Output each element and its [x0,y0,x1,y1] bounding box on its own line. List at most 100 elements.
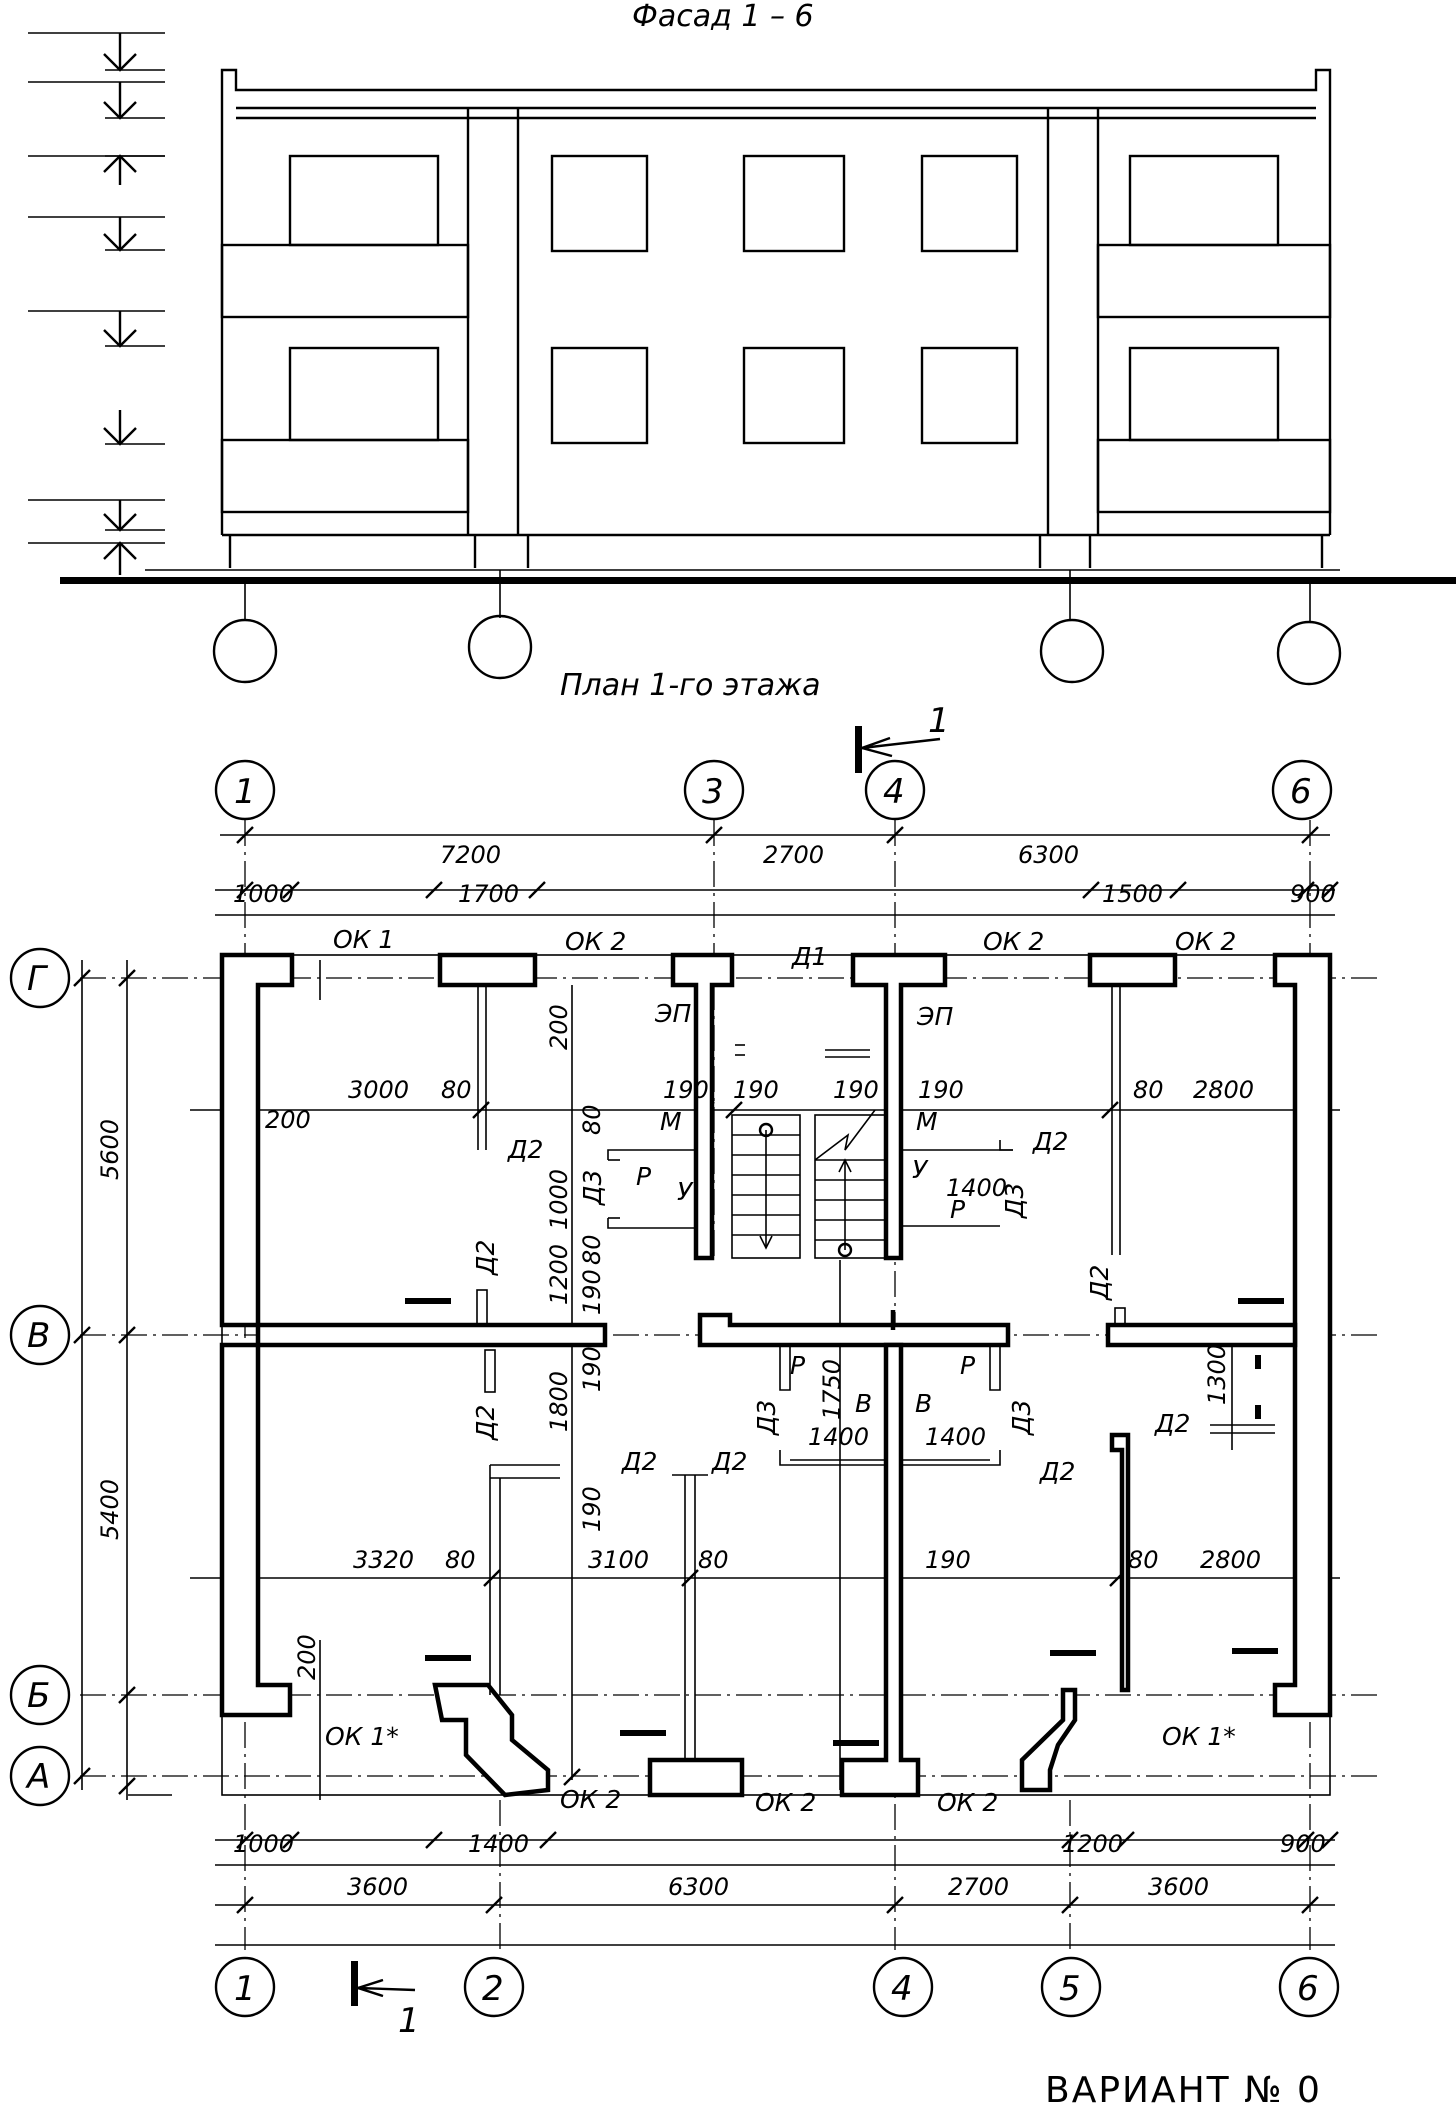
door-label: Д2 [1032,1127,1068,1156]
dim-text: 200 [545,1004,573,1050]
room-label: В [855,1389,872,1418]
room-label: В [915,1389,932,1418]
dim-text: 80 [445,1546,476,1574]
section-mark-top: 1 [855,701,950,773]
dim-text: 190 [918,1076,964,1104]
axis-label-left: Б [27,1676,50,1716]
facade-axis-markers [212,614,1342,686]
door-label: Д2 [1154,1409,1190,1438]
dim-text: 190 [833,1076,879,1104]
section-label: 1 [928,701,950,741]
axis-label-top: 4 [883,772,905,812]
facade-outline [220,68,1332,568]
door-label: Д2 [621,1447,657,1476]
dimension-texts: 7200 2700 6300 1000 1700 1500 900 1000 1… [96,841,1336,1901]
door-label: Д1 [791,942,827,971]
room-label: М [916,1107,938,1136]
dim-text: 3600 [1148,1873,1209,1901]
dim-text: 1200 [545,1244,573,1305]
room-label: Р [960,1351,976,1380]
dim-text: 3600 [347,1873,408,1901]
axis-bubbles-left: Г В Б А [9,947,71,1807]
dim-text: 5400 [96,1479,124,1540]
dim-text: 190 [578,1269,606,1315]
room-labels: ЭП ЭП М М Р Р Р Р У У В В [636,999,976,1418]
axis-label-bottom: 6 [1297,1969,1319,2009]
window-label: ОК 2 [565,927,626,956]
dim-text: 6300 [668,1873,729,1901]
facade-title: Фасад 1 – 6 [632,0,814,34]
dim-text: 2800 [1200,1546,1261,1574]
facade-drawing: Фасад 1 – 6 [28,0,1456,686]
door-label: Д2 [471,1240,500,1276]
section-mark-bottom: 1 [351,1961,420,2041]
dim-text: 1700 [458,880,519,908]
door-labels: Д1 Д2 Д2 Д2 Д2 Д2 Д2 Д2 Д2 Д2 Д3 Д3 Д3 Д… [471,942,1190,1486]
section-label: 1 [398,2001,420,2041]
facade-axis-circle [212,618,278,684]
axis-label-left: А [25,1757,50,1797]
axis-bubbles-bottom: 1 2 4 5 6 [214,1956,1340,2018]
window-label: ОК 2 [937,1788,998,1817]
door-label: Д2 [711,1447,747,1476]
facade-windows [288,154,1280,445]
dim-text: 1400 [925,1423,986,1451]
plan-partitions [476,985,1275,1760]
dim-text: 80 [1128,1546,1159,1574]
dim-text: 80 [578,1104,606,1135]
axis-label-left: Г [27,959,49,999]
room-label: ЭП [916,1002,953,1031]
dim-text: 1000 [233,880,294,908]
plan-walls [219,952,1333,1798]
axis-label-top: 1 [234,772,256,812]
room-label: Р [950,1195,966,1224]
facade-axis-circle [1276,620,1342,686]
dim-text: 1800 [545,1371,573,1432]
ground-line [60,577,1456,584]
dim-text: 80 [578,1234,606,1265]
dim-text: 2800 [1193,1076,1254,1104]
dim-text: 900 [1290,880,1336,908]
axis-label-bottom: 1 [234,1969,256,2009]
dim-text: 190 [578,1346,606,1392]
dim-text: 190 [733,1076,779,1104]
dim-text: 1400 [468,1830,529,1858]
dim-text: 80 [698,1546,729,1574]
dim-text: 190 [578,1486,606,1532]
door-label: Д2 [471,1405,500,1441]
axis-label-bottom: 2 [482,1969,504,2009]
dim-text: 3100 [588,1546,649,1574]
room-label: Р [790,1351,806,1380]
building-outline [221,954,1331,1796]
dim-text: 190 [663,1076,709,1104]
dim-text: 1400 [946,1174,1007,1202]
door-label: Д2 [1085,1265,1114,1301]
window-label: ОК 2 [1175,927,1236,956]
dim-text: 80 [1133,1076,1164,1104]
dim-text: 1300 [1203,1344,1231,1405]
room-label: У [677,1177,694,1206]
door-label: Д3 [1000,1183,1029,1219]
dim-text: 200 [265,1106,311,1134]
window-label: ОК 1* [325,1722,399,1751]
variant-label: ВАРИАНТ № 0 [1045,2070,1322,2111]
dim-text: 1750 [818,1359,846,1420]
room-label: ЭП [654,999,691,1028]
window-label: ОК 2 [983,927,1044,956]
dimension-lines [81,834,1340,1946]
plan-title: План 1-го этажа [560,668,821,703]
dim-text: 1000 [233,1830,294,1858]
axis-label-bottom: 5 [1059,1969,1081,2009]
window-label: ОК 1* [1162,1722,1236,1751]
room-label: Р [636,1162,652,1191]
dim-text: 1200 [1062,1830,1123,1858]
window-label: ОК 1 [333,925,394,954]
window-label: ОК 2 [755,1788,816,1817]
dim-text: 7200 [440,841,501,869]
dim-text: 190 [925,1546,971,1574]
dim-text: 1000 [545,1169,573,1230]
dim-text: 3320 [353,1546,414,1574]
dim-text: 200 [293,1634,321,1680]
stairs [731,1109,887,1259]
dim-text: 1500 [1102,880,1163,908]
